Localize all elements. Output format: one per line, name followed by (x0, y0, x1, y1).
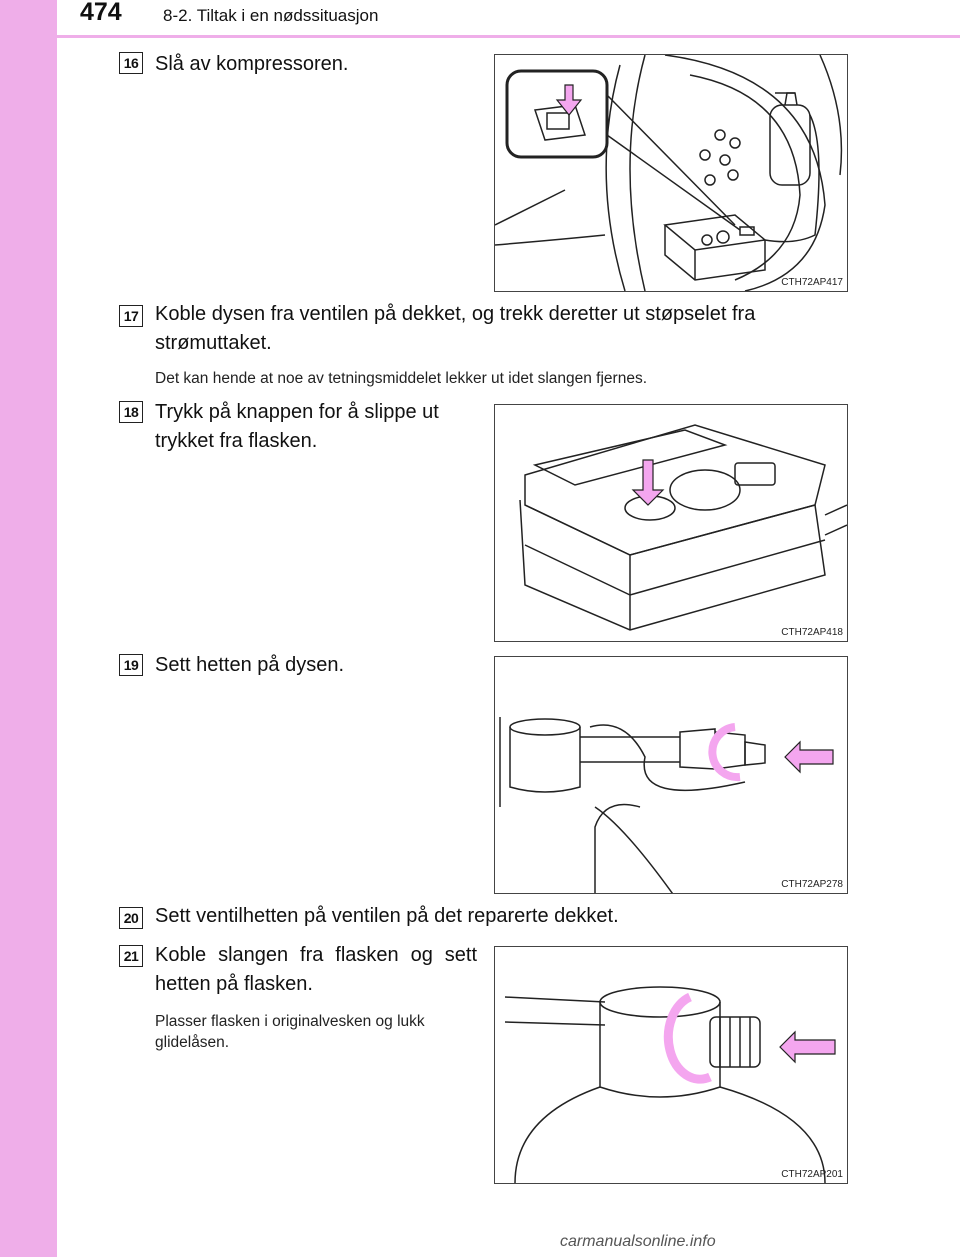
step-number-17: 17 (119, 305, 143, 327)
figure-compressor-switch-off: CTH72AP417 (494, 54, 848, 292)
figure-bottle-cap: CTH72AP201 (494, 946, 848, 1184)
figure-nozzle-cap: CTH72AP278 (494, 656, 848, 894)
step-17-note: Det kan hende at noe av tetningsmiddelet… (155, 370, 648, 387)
step-number-21: 21 (119, 945, 143, 967)
chapter-sidebar (0, 0, 57, 1257)
page-header (57, 0, 960, 38)
figure-caption-19: CTH72AP278 (781, 879, 843, 890)
press-arrow-icon (555, 84, 583, 116)
step-number-19: 19 (119, 654, 143, 676)
push-arrow-icon (784, 740, 834, 774)
step-19-text: Sett hetten på dysen. (155, 654, 345, 676)
bottle-cap-illustration (504, 986, 836, 1183)
step-18-text: Trykk på knappen for å slippe ut trykket… (155, 401, 439, 452)
twist-arrow-icon (708, 723, 741, 782)
step-20-text: Sett ventilhetten på ventilen på det rep… (155, 905, 619, 927)
compressor-switch-illustration (495, 55, 843, 291)
watermark: carmanualsonline.info (560, 1233, 716, 1250)
page-number: 474 (80, 0, 122, 26)
step-16-text: Slå av kompressoren. (155, 53, 349, 75)
figure-caption-18: CTH72AP418 (781, 627, 843, 638)
nozzle-cap-illustration (499, 717, 834, 893)
step-21-note: Plasser flasken i originalvesken og lukk… (155, 1013, 425, 1051)
figure-pressure-release-button: CTH72AP418 (494, 404, 848, 642)
step-number-18: 18 (119, 401, 143, 423)
compressor-button-illustration (519, 424, 847, 631)
step-17-text: Koble dysen fra ventilen på dekket, og t… (155, 303, 756, 354)
section-title: 8-2. Tiltak i en nødssituasjon (163, 6, 379, 25)
push-arrow-icon (779, 1030, 836, 1064)
step-number-16: 16 (119, 52, 143, 74)
header-rule (57, 35, 960, 38)
press-arrow-icon (631, 459, 665, 506)
figure-caption-21: CTH72AP201 (781, 1169, 843, 1180)
step-number-20: 20 (119, 907, 143, 929)
step-21-text: Koble slangen fra flasken og sett hetten… (155, 944, 477, 995)
twist-arrow-icon (663, 992, 712, 1084)
figure-caption-16: CTH72AP417 (781, 277, 843, 288)
